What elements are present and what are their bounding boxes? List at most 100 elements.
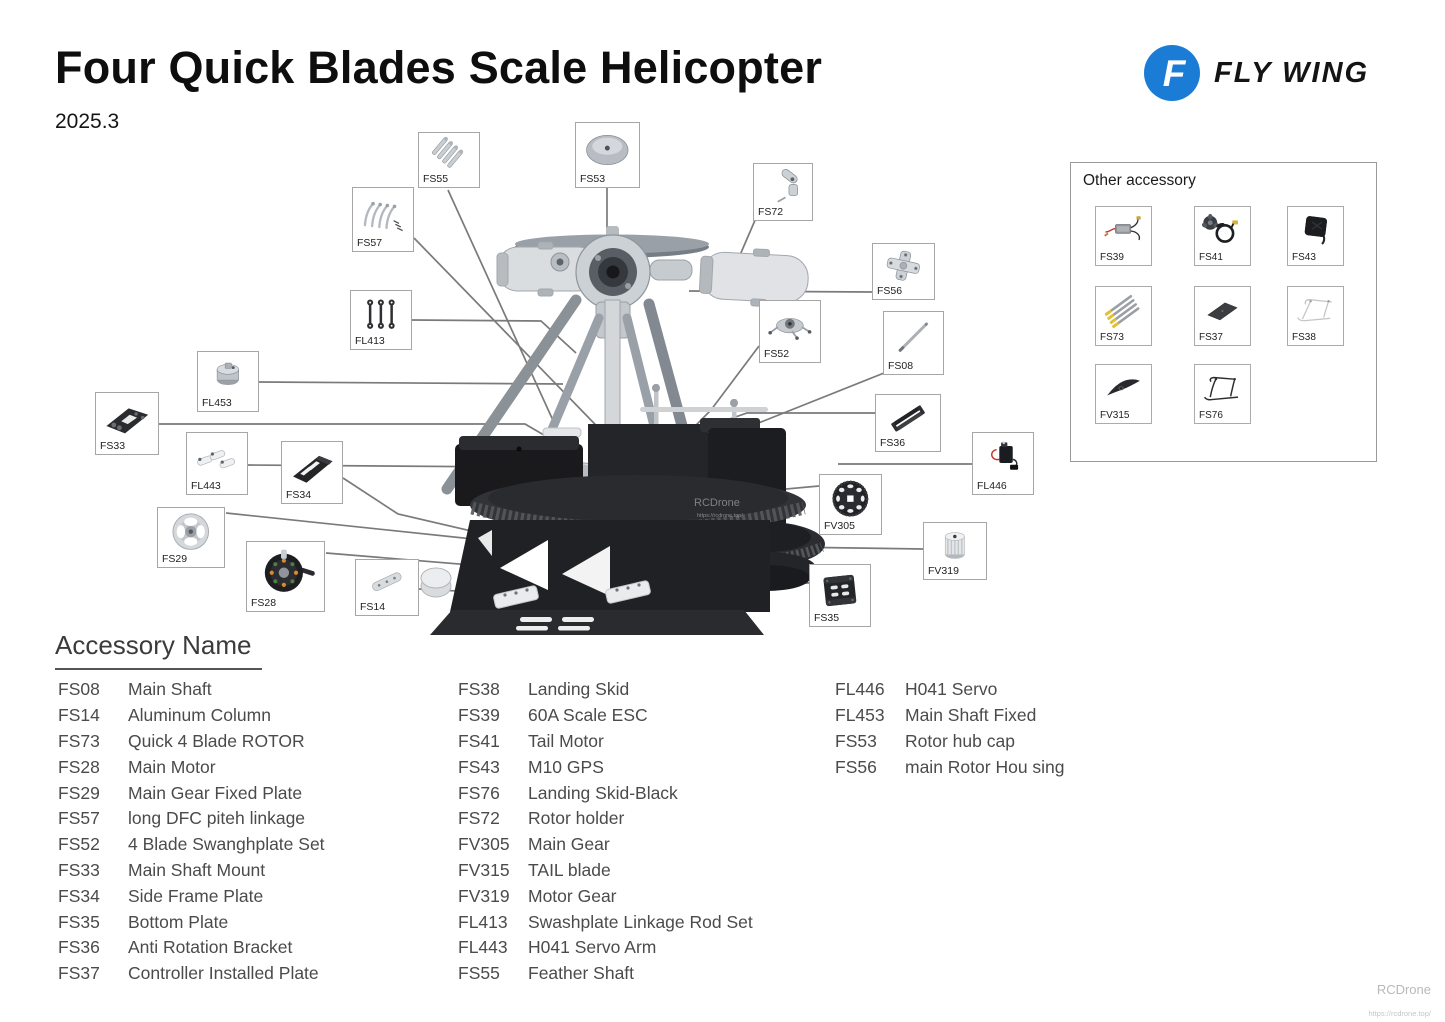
part-code: FL413 [355,335,385,347]
callout-fs72: FS72 [753,163,813,221]
accessory-name: Main Shaft [128,679,212,700]
watermark-url: https://rcdrone.top/ [1368,1009,1431,1018]
callout-fs29: FS29 [157,507,225,568]
bottom-plate-icon [812,567,868,612]
part-code: FS52 [764,348,790,360]
callout-fl453: FL453 [197,351,259,412]
part-code: FS55 [423,173,449,185]
part-code: FS35 [814,612,840,624]
accessory-code: FS39 [458,705,500,726]
tail-motor-icon [1197,209,1248,251]
landing-skid-black-icon [1197,367,1248,409]
callout-fs28: FS28 [246,541,325,612]
accessory-code: FS72 [458,808,500,829]
part-code: FS33 [100,440,126,452]
accessory-name: Controller Installed Plate [128,963,319,984]
accessory-row: FS39 60A Scale ESC [458,703,753,729]
accessory-code: FS34 [58,885,100,906]
accessory-item-fs38: FS38 [1287,286,1344,346]
brand-name: FLY WING [1214,56,1370,89]
accessory-code: FS57 [58,808,100,829]
part-code: FS39 [1100,252,1124,263]
accessory-code: FL453 [835,705,885,726]
accessory-row: FL453 Main Shaft Fixed [835,703,1065,729]
accessory-name: Main Shaft Fixed [905,705,1037,726]
part-code: FL453 [202,397,232,409]
callout-fs14: FS14 [355,559,419,616]
part-code: FS36 [880,437,906,449]
callout-fs52: FS52 [759,300,821,363]
helicopter-assembly-illustration: RCDrone https://rcdrone.top/ [420,226,825,635]
callout-fs35: FS35 [809,564,871,627]
other-accessory-title: Other accessory [1083,172,1196,189]
accessory-name: Main Motor [128,756,216,777]
accessory-row: FS55 Feather Shaft [458,961,753,987]
part-code: FS43 [1292,252,1316,263]
flywing-logo-icon: F [1144,45,1200,101]
accessory-list-heading: Accessory Name [55,630,262,670]
accessory-name: Main Gear [528,834,610,855]
accessory-name: M10 GPS [528,756,604,777]
accessory-code: FS41 [458,730,500,751]
diagram-watermark-name: RCDrone [694,497,740,509]
accessory-name: Bottom Plate [128,911,229,932]
rotor-holder-icon [756,166,810,206]
accessory-code: FS43 [458,756,500,777]
part-code: FS76 [1199,410,1223,421]
watermark: RCDrone https://rcdrone.top/ [1368,982,1431,1018]
motor-gear-icon [926,525,984,565]
accessory-code: FS55 [458,963,500,984]
logo-letter: F [1163,53,1187,94]
accessory-code: FV319 [458,885,510,906]
accessory-name: Rotor hub cap [905,730,1015,751]
servo-icon [975,435,1031,480]
accessory-code: FS56 [835,756,877,777]
accessory-item-fs41: FS41 [1194,206,1251,266]
shaft-collar-icon [200,354,256,397]
main-motor-icon [249,544,322,597]
callout-connector [447,189,557,428]
gear-plate-icon [160,510,222,553]
accessory-code: FL446 [835,679,885,700]
accessory-name: Quick 4 Blade ROTOR [128,730,305,751]
callout-fs36: FS36 [875,394,941,452]
callout-fv305: FV305 [819,474,882,535]
accessory-name: Feather Shaft [528,963,635,984]
side-frame-icon [284,444,340,489]
callout-fv319: FV319 [923,522,987,580]
accessory-name: Landing Skid-Black [528,782,678,803]
accessory-code: FS35 [58,911,100,932]
accessory-item-fv315: FV315 [1095,364,1152,424]
accessory-name: 60A Scale ESC [528,705,648,726]
accessory-name: Tail Motor [528,730,604,751]
callout-fs34: FS34 [281,441,343,504]
part-code: FS57 [357,237,383,249]
accessory-row: FV319 Motor Gear [458,883,753,909]
accessory-item-fs76: FS76 [1194,364,1251,424]
main-gear-icon [822,477,879,520]
accessory-code: FV315 [458,859,510,880]
gps-icon [1290,209,1341,251]
part-code: FS53 [580,173,606,185]
accessory-item-fs39: FS39 [1095,206,1152,266]
accessory-name: Motor Gear [528,885,617,906]
accessory-name: Main Shaft Mount [128,859,266,880]
accessory-item-fs37: FS37 [1194,286,1251,346]
controller-plate-icon [1197,289,1248,331]
accessory-list-heading-wrap: Accessory Name [55,630,262,670]
part-code: FS56 [877,285,903,297]
